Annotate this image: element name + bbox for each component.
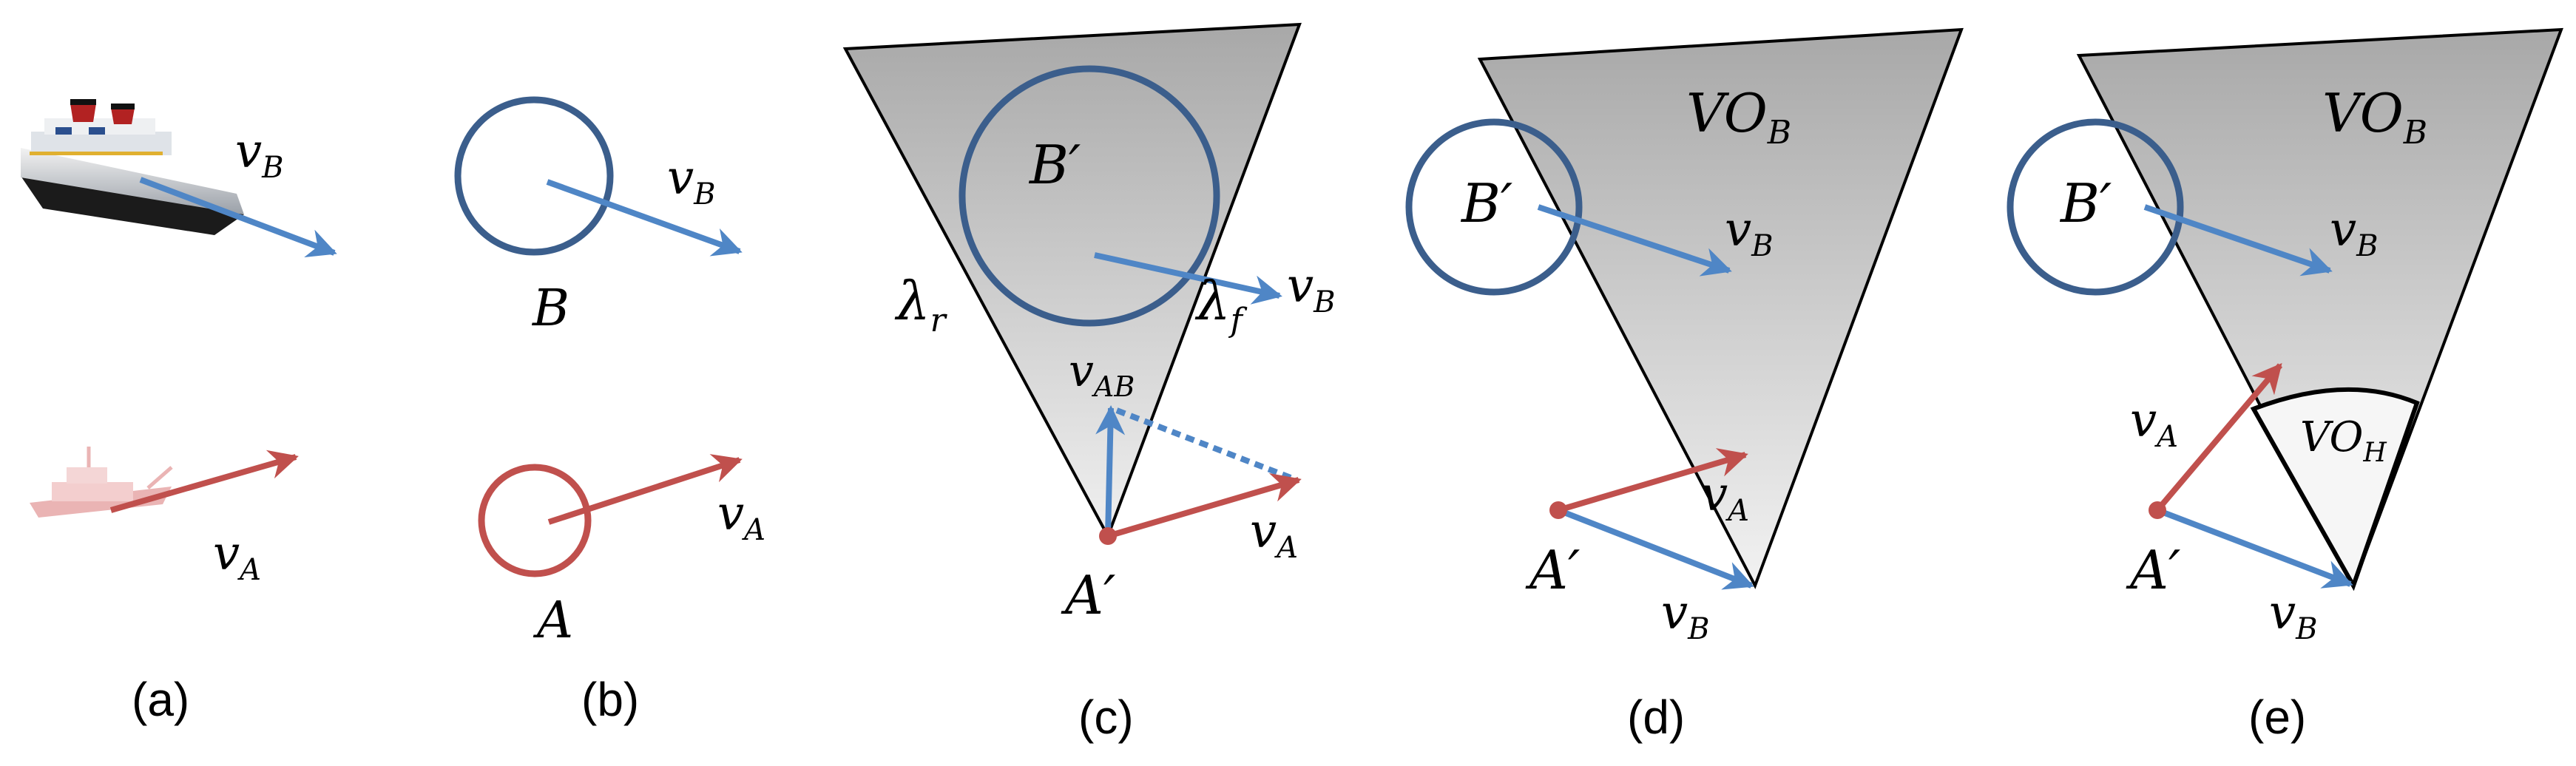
label-B-prime-d: B′: [1460, 172, 1512, 234]
vB-dotted-translation: [1115, 407, 1292, 481]
label-vA-a: vA: [213, 526, 261, 587]
label-B-prime-e: B′: [2059, 172, 2112, 234]
vA-arrow-d: [1557, 448, 1748, 513]
label-vB-e: vB: [2330, 203, 2379, 263]
vA-arrow-c: [1106, 472, 1302, 539]
vB-arrow-c: [1094, 252, 1282, 305]
panel-c: B′ vB λr λf vAB vA A′ (c): [842, 22, 1336, 744]
panel-label-b: (b): [581, 673, 639, 726]
label-vAB: vAB: [1069, 345, 1135, 403]
label-vA-b: vA: [717, 487, 765, 547]
panel-e: VOH B′ vB VOB vA A′ vB (e): [2007, 27, 2563, 744]
label-vB-b: vB: [667, 151, 716, 211]
label-lambda-r: λr: [894, 270, 948, 339]
label-vB-d: vB: [1725, 203, 1774, 263]
vAB-arrow-c: [1095, 405, 1126, 537]
label-VO-H: VOH: [2300, 413, 2387, 468]
label-vA-d: vA: [1701, 467, 1749, 528]
circle-b-prime-e: [2007, 118, 2184, 296]
research-vessel-icon: [30, 447, 173, 518]
point-a-prime-c: [1099, 527, 1117, 545]
vo-h-region: [2250, 387, 2420, 592]
vB-arrow-d: [1537, 204, 1732, 277]
panel-label-e: (e): [2248, 691, 2306, 744]
label-vB-c: vB: [1287, 259, 1336, 319]
panel-label-c: (c): [1078, 691, 1134, 744]
ship-b-velocity-arrow: [139, 177, 337, 257]
velocity-obstacle-cone-e: [2076, 27, 2563, 589]
label-B: B: [531, 279, 569, 338]
vB-arrow-e: [2143, 204, 2333, 277]
panel-a: vB vA (a): [21, 99, 337, 726]
vA-arrow-b: [547, 454, 743, 525]
circle-b: [454, 96, 614, 256]
cruise-ship-icon: [21, 99, 244, 235]
circle-b-prime-d: [1405, 118, 1583, 296]
vB-from-a-prime-e: [2156, 507, 2353, 589]
label-A: A: [533, 592, 573, 650]
label-lambda-f: λf: [1194, 270, 1248, 339]
label-A-prime-d: A′: [1525, 539, 1580, 601]
label-vB-d2: vB: [1661, 586, 1710, 646]
vB-from-a-prime-d: [1557, 507, 1754, 590]
panel-label-a: (a): [132, 673, 189, 726]
panel-label-d: (d): [1627, 691, 1685, 744]
panel-b: vB B vA A (b): [454, 96, 765, 726]
label-vB-e2: vB: [2269, 586, 2318, 646]
label-A-prime-e: A′: [2126, 539, 2180, 601]
circle-b-prime-c: [959, 65, 1220, 327]
label-VO-B-d: VOB: [1686, 82, 1791, 152]
circle-a: [478, 464, 592, 577]
label-A-prime-c: A′: [1061, 564, 1115, 626]
panel-d: B′ vB VOB vA A′ vB (d): [1405, 27, 1964, 744]
label-B-prime-c: B′: [1028, 134, 1081, 196]
label-vA-e: vA: [2130, 393, 2178, 454]
label-vA-c: vA: [1250, 504, 1298, 565]
vB-arrow-b: [546, 179, 743, 257]
point-a-prime-e: [2149, 501, 2166, 519]
label-vB-a: vB: [235, 124, 284, 185]
ship-a-velocity-arrow: [109, 450, 299, 513]
vA-arrow-e: [2154, 362, 2283, 512]
label-VO-B-e: VOB: [2322, 82, 2427, 152]
point-a-prime-d: [1549, 501, 1567, 519]
velocity-obstacle-cone-d: [1477, 27, 1964, 589]
